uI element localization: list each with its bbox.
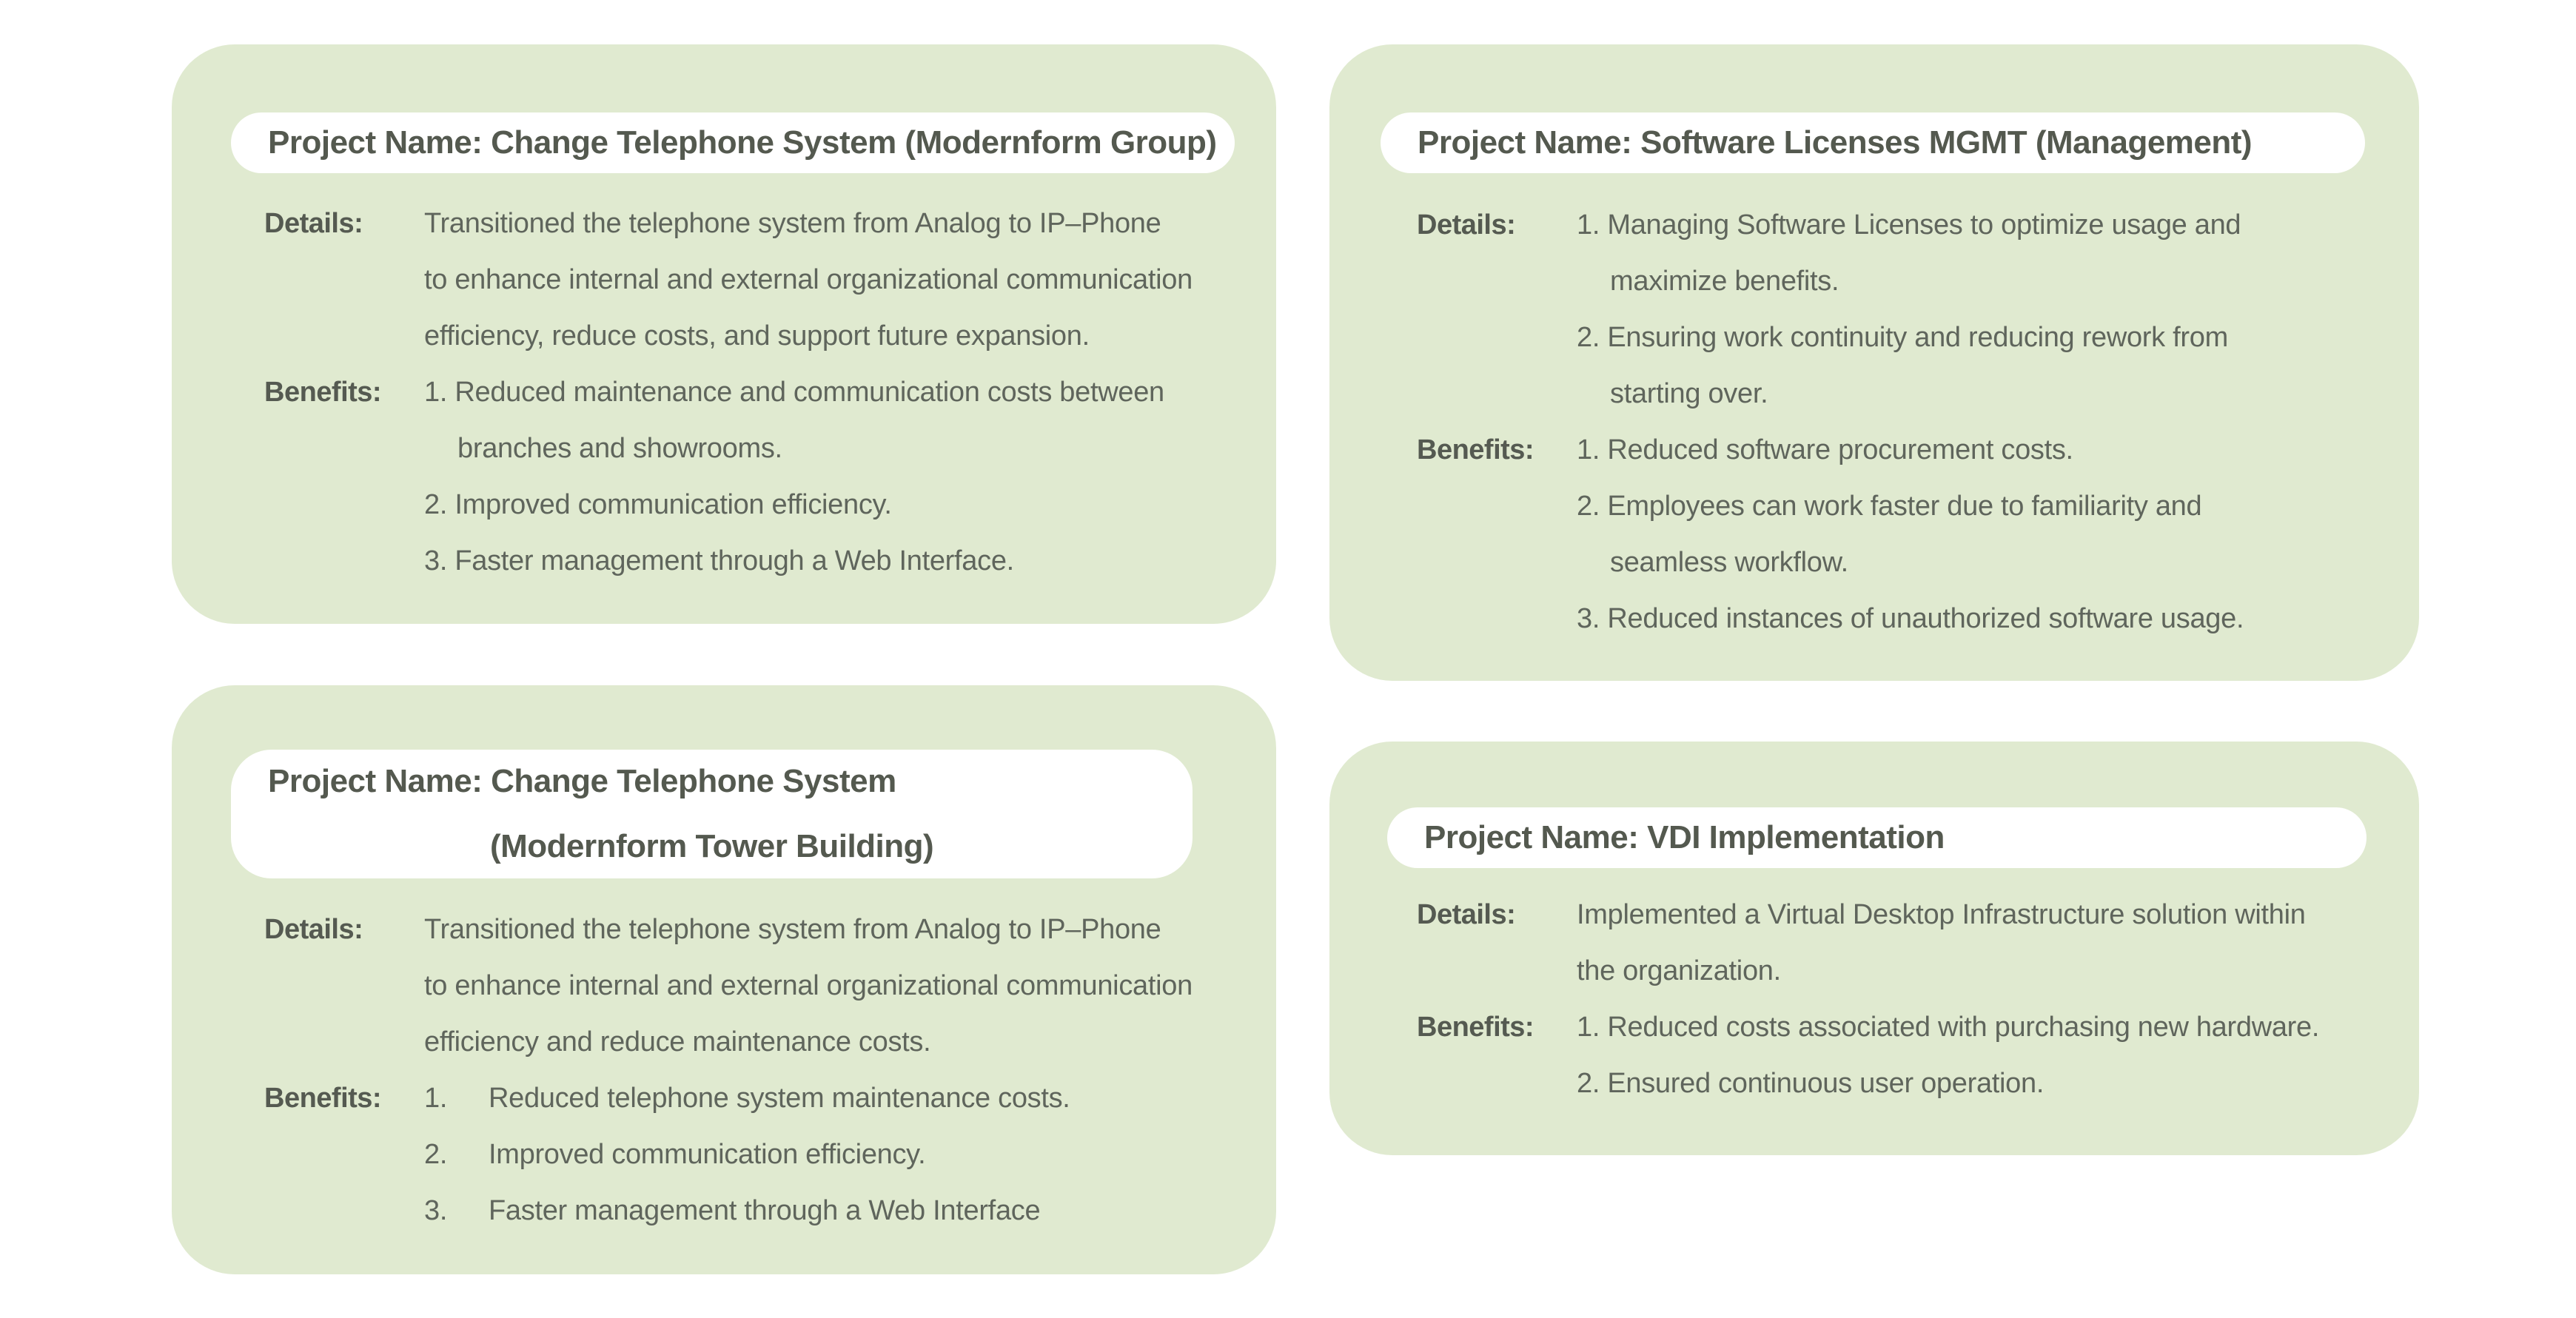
- details-line: 1. Managing Software Licenses to optimiz…: [1577, 209, 2241, 241]
- details-content: 1. Managing Software Licenses to optimiz…: [1577, 197, 2241, 422]
- details-line: starting over.: [1610, 378, 1768, 409]
- benefit-line: 2. Employees can work faster due to fami…: [1577, 491, 2202, 522]
- benefits-section: Benefits: 1. Reduced maintenance and com…: [264, 364, 1276, 589]
- details-content: Implemented a Virtual Desktop Infrastruc…: [1577, 887, 2306, 999]
- benefits-label: Benefits:: [1417, 1012, 1534, 1043]
- details-line: 2. Ensuring work continuity and reducing…: [1577, 322, 2228, 353]
- details-label: Details:: [1417, 209, 1516, 241]
- benefit-line: seamless workflow.: [1610, 547, 1848, 578]
- details-line: efficiency, reduce costs, and support fu…: [424, 320, 1090, 352]
- project-card-software-licenses-mgmt: Project Name: Software Licenses MGMT (Ma…: [1329, 44, 2419, 681]
- details-line: to enhance internal and external organiz…: [424, 970, 1193, 1001]
- benefit-line: branches and showrooms.: [457, 433, 782, 464]
- details-label: Details:: [264, 914, 363, 945]
- details-line: Transitioned the telephone system from A…: [424, 914, 1161, 945]
- benefit-line: 1. Reduced maintenance and communication…: [424, 377, 1164, 408]
- benefit-line: 1. Reduced telephone system maintenance c…: [424, 1070, 1070, 1126]
- details-line: efficiency and reduce maintenance costs.: [424, 1026, 931, 1058]
- details-content: Transitioned the telephone system from A…: [424, 195, 1193, 364]
- details-section: Details: 1. Managing Software Licenses t…: [1417, 197, 2419, 422]
- project-title: Project Name: Software Licenses MGMT (Ma…: [1418, 124, 2253, 161]
- benefit-text: Faster management through a Web Interfac…: [489, 1195, 1041, 1226]
- project-title-pill: Project Name: Change Telephone System (M…: [231, 750, 1193, 878]
- benefit-line: 2. Ensured continuous user operation.: [1577, 1068, 2045, 1099]
- details-label: Details:: [264, 208, 363, 239]
- benefit-line: 2. Improved communication efficiency.: [424, 1126, 1070, 1183]
- benefit-line: 1. Reduced software procurement costs.: [1577, 434, 2073, 465]
- benefits-label: Benefits:: [1417, 434, 1534, 465]
- benefit-line: 3. Faster management through a Web Interf…: [424, 1183, 1070, 1239]
- card-body: Details: Implemented a Virtual Desktop I…: [1329, 887, 2419, 1112]
- details-line: Transitioned the telephone system from A…: [424, 208, 1161, 239]
- details-content: Transitioned the telephone system from A…: [424, 901, 1193, 1070]
- details-line: Implemented a Virtual Desktop Infrastruc…: [1577, 899, 2306, 930]
- benefits-section: Benefits: 1. Reduced telephone system mai…: [264, 1070, 1276, 1239]
- benefit-number: 3.: [424, 1195, 448, 1226]
- card-body: Details: Transitioned the telephone syst…: [172, 195, 1276, 589]
- project-title: Project Name: Change Telephone System: [268, 763, 896, 799]
- benefits-label: Benefits:: [264, 1083, 382, 1114]
- benefit-line: 2. Improved communication efficiency.: [424, 489, 892, 520]
- details-section: Details: Transitioned the telephone syst…: [264, 901, 1276, 1070]
- benefit-number: 2.: [424, 1139, 448, 1170]
- benefits-section: Benefits: 1. Reduced software procuremen…: [1417, 422, 2419, 647]
- benefits-content: 1. Reduced software procurement costs. 2…: [1577, 422, 2244, 647]
- details-section: Details: Implemented a Virtual Desktop I…: [1417, 887, 2419, 999]
- project-title-pill: Project Name: VDI Implementation: [1387, 807, 2367, 868]
- benefit-number: 1.: [424, 1083, 448, 1114]
- benefit-line: 1. Reduced costs associated with purchas…: [1577, 1012, 2320, 1043]
- project-title: Project Name: VDI Implementation: [1424, 819, 1945, 855]
- card-body: Details: 1. Managing Software Licenses t…: [1329, 197, 2419, 647]
- project-card-vdi-implementation: Project Name: VDI Implementation Details…: [1329, 742, 2419, 1155]
- benefits-content: 1. Reduced telephone system maintenance c…: [424, 1070, 1070, 1239]
- card-body: Details: Transitioned the telephone syst…: [172, 901, 1276, 1239]
- project-card-change-telephone-group: Project Name: Change Telephone System (M…: [172, 44, 1276, 624]
- details-label: Details:: [1417, 899, 1516, 930]
- benefits-label: Benefits:: [264, 377, 382, 408]
- project-title-pill: Project Name: Change Telephone System (M…: [231, 112, 1235, 173]
- benefit-line: 3. Reduced instances of unauthorized sof…: [1577, 603, 2244, 634]
- details-line: maximize benefits.: [1610, 266, 1839, 297]
- details-line: to enhance internal and external organiz…: [424, 264, 1193, 295]
- details-line: the organization.: [1577, 955, 1781, 986]
- details-section: Details: Transitioned the telephone syst…: [264, 195, 1276, 364]
- benefit-line: 3. Faster management through a Web Inter…: [424, 545, 1014, 576]
- benefit-text: Improved communication efficiency.: [489, 1139, 926, 1170]
- benefits-content: 1. Reduced maintenance and communication…: [424, 364, 1164, 589]
- project-title-line2: (Modernform Tower Building): [490, 828, 934, 864]
- project-card-change-telephone-tower: Project Name: Change Telephone System (M…: [172, 685, 1276, 1274]
- benefits-section: Benefits: 1. Reduced costs associated wi…: [1417, 999, 2419, 1112]
- benefits-content: 1. Reduced costs associated with purchas…: [1577, 999, 2319, 1112]
- benefit-text: Reduced telephone system maintenance cos…: [489, 1083, 1070, 1114]
- project-title-pill: Project Name: Software Licenses MGMT (Ma…: [1381, 112, 2365, 173]
- project-title: Project Name: Change Telephone System (M…: [268, 124, 1217, 161]
